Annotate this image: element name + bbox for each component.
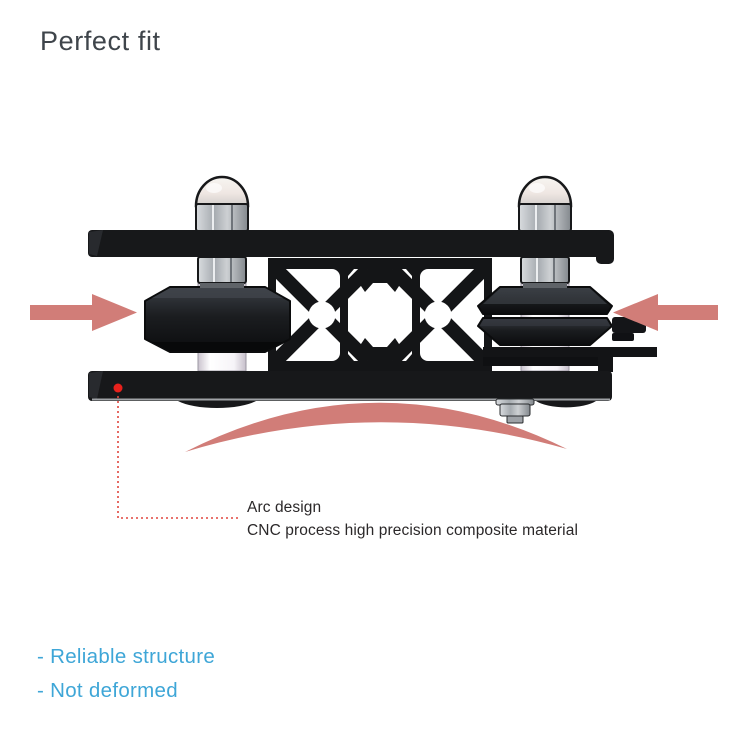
- right-dome-nut: [517, 175, 573, 232]
- extrusion-screw-hole-left: [308, 301, 336, 329]
- extrusion-center-cavity: [348, 269, 412, 361]
- left-hex-nut: [197, 256, 247, 288]
- extrusion-screw-hole-right: [424, 301, 452, 329]
- annotation-block: Arc design CNC process high precision co…: [247, 496, 578, 542]
- highlight-dot-icon: [113, 383, 123, 393]
- page-title: Perfect fit: [40, 26, 161, 56]
- annotation-line1: Arc design: [247, 499, 322, 516]
- top-plate: [88, 230, 614, 264]
- left-wheel: [144, 286, 291, 353]
- feature-item-not-deformed: - Not deformed: [37, 679, 178, 702]
- left-dome-nut: [194, 175, 250, 232]
- leader-line: [117, 396, 240, 519]
- right-wheel-bottom-arc: [536, 401, 596, 408]
- right-pressure-arrow-icon: [613, 294, 718, 331]
- bottom-adjustment-nut: [495, 398, 535, 424]
- annotation-line2: CNC process high precision composite mat…: [247, 522, 578, 539]
- eccentric-plate: [483, 347, 657, 357]
- arc-swoosh-icon: [185, 402, 567, 452]
- vslot-extrusion-profile: [268, 258, 492, 372]
- left-wheel-bottom-arc: [178, 401, 256, 409]
- bottom-plate: [88, 371, 612, 401]
- right-hex-nut: [520, 256, 570, 288]
- feature-list: - Reliable structure - Not deformed: [37, 640, 215, 708]
- feature-item-reliable: - Reliable structure: [37, 645, 216, 668]
- left-pressure-arrow-icon: [30, 294, 137, 331]
- right-v-wheel: [477, 286, 657, 372]
